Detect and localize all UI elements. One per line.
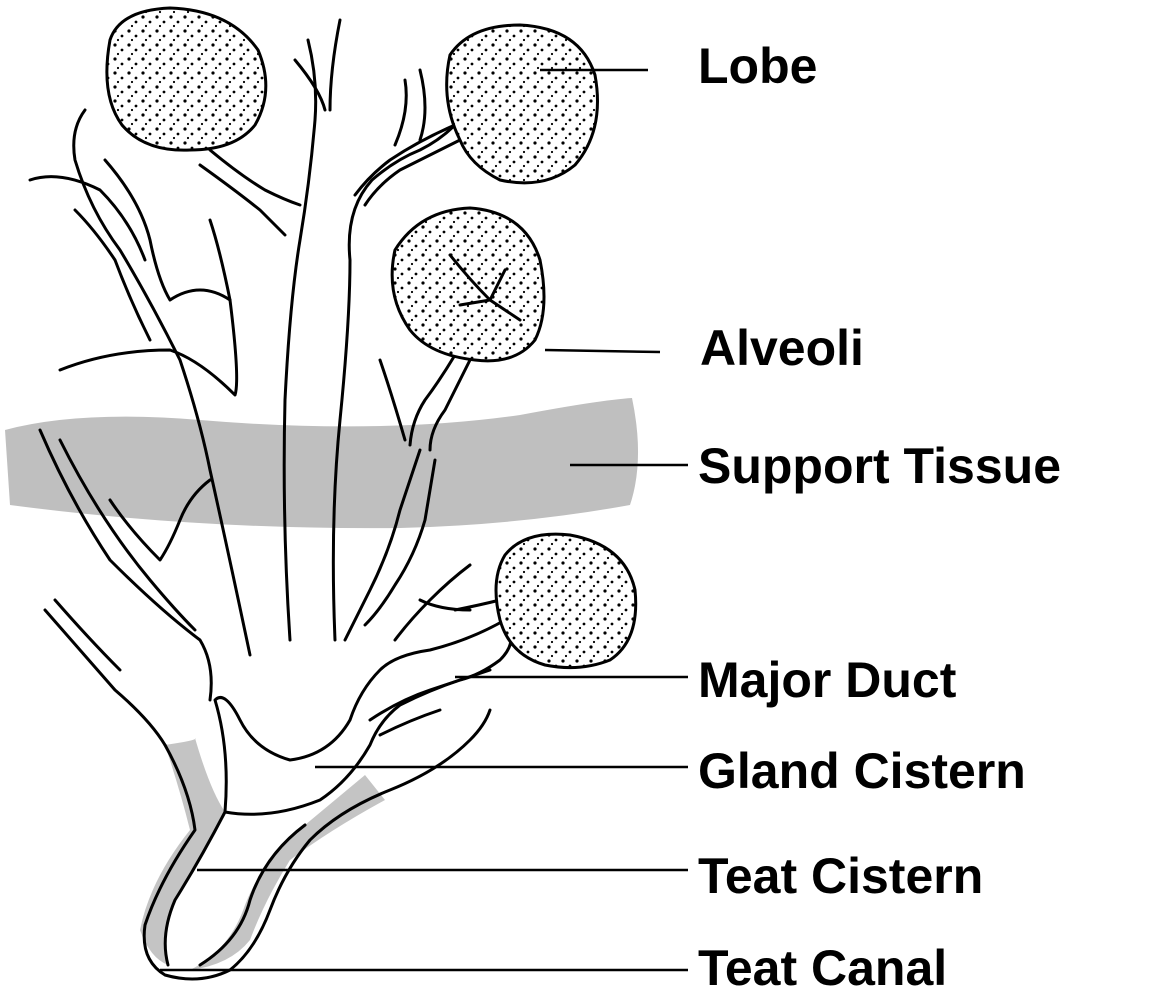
left-branch-b	[60, 220, 237, 395]
label-gland-cistern: Gland Cistern	[698, 743, 1026, 799]
label-teat-canal: Teat Canal	[698, 940, 947, 996]
alveoli-lobe-dots	[392, 208, 544, 361]
label-teat-cistern: Teat Cistern	[698, 848, 983, 904]
leader-alveoli	[545, 350, 660, 352]
label-support-tissue: Support Tissue	[698, 438, 1061, 494]
lobe-top-left-dots	[107, 8, 266, 150]
lower-left-wing	[45, 600, 165, 745]
lobe-stem-left	[200, 150, 300, 235]
label-major-duct: Major Duct	[698, 652, 957, 708]
label-alveoli: Alveoli	[700, 320, 864, 376]
lobe-top-right-dots	[447, 25, 598, 183]
lobe-stem-right	[355, 125, 460, 205]
label-lobe: Lobe	[698, 38, 817, 94]
